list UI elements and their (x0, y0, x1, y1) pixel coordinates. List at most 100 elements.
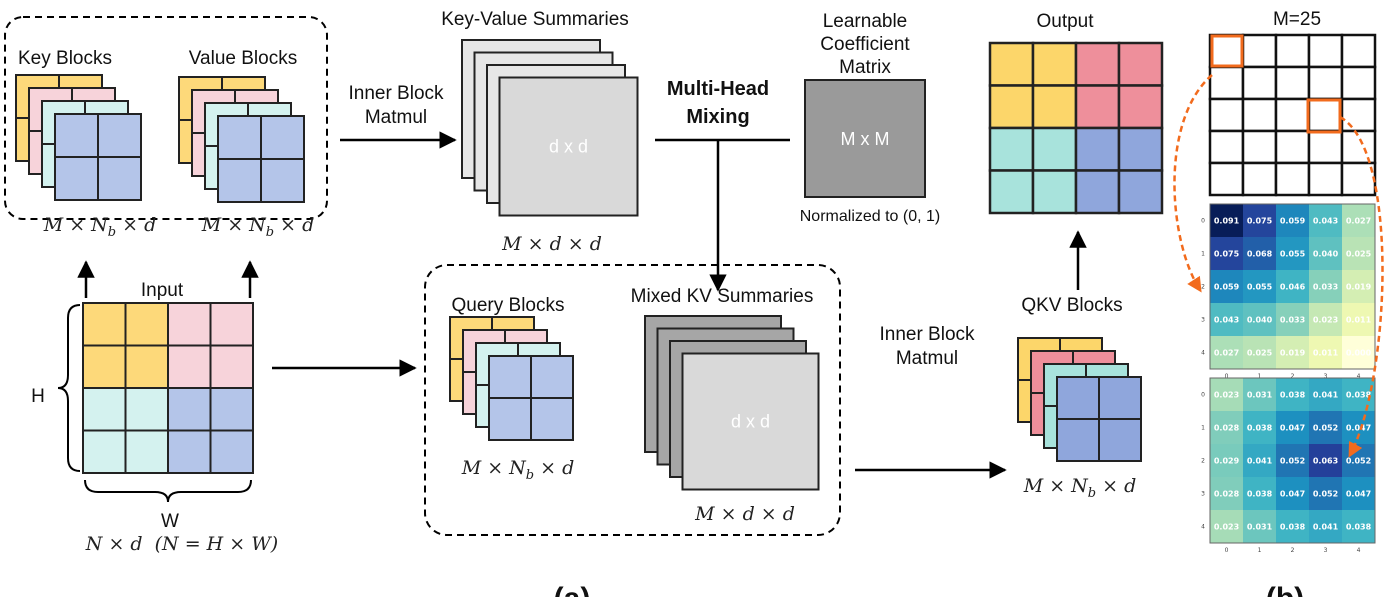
heatmap-bottom-xtick: 2 (1291, 547, 1295, 554)
h-label: H (31, 386, 45, 407)
heatmap-top-cell (1210, 336, 1243, 369)
heatmap-top-value: 0.019 (1346, 283, 1372, 292)
mxm-label: M x M (841, 129, 890, 149)
kv-summaries-stack: d x d (461, 39, 639, 217)
output-cell (1031, 169, 1078, 215)
mixed-kv-stack-dxd-label: d x d (731, 412, 770, 432)
heatmap-bottom-value: 0.052 (1346, 457, 1371, 466)
heatmap-top-xtick: 3 (1324, 373, 1328, 380)
heatmap-top-cell (1309, 270, 1342, 303)
heatmap-bottom-cell (1243, 378, 1276, 411)
heatmap-top-cell (1276, 303, 1309, 336)
heatmap-top-value: 0.033 (1313, 283, 1338, 292)
m25-cell (1307, 97, 1344, 133)
mixed-kv-stack-layer (681, 352, 820, 491)
heatmap-bottom-cell (1243, 477, 1276, 510)
heatmap-top-value: 0.011 (1313, 349, 1339, 358)
coefficient-matrix (804, 79, 926, 198)
value-blocks-shape: M × Nb × d (201, 214, 315, 240)
heatmap-top-xtick: 2 (1291, 373, 1295, 380)
heatmap-top-value: 0.043 (1214, 316, 1239, 325)
heatmap-top-value: 0.027 (1346, 217, 1371, 226)
heatmap-bottom-value: 0.047 (1346, 424, 1371, 433)
input-cell (209, 387, 254, 432)
output-cell (988, 126, 1035, 172)
m25-grid (1208, 33, 1377, 197)
output-cell (1074, 84, 1121, 130)
output-cell (1117, 41, 1164, 87)
heatmap-bottom-cell (1210, 444, 1243, 477)
m25-cell (1208, 65, 1245, 101)
heatmap-top-value: 0.023 (1313, 316, 1338, 325)
heatmap-top-value: 0.059 (1280, 217, 1306, 226)
heatmap-bottom-cell (1276, 444, 1309, 477)
heatmap-top-value: 0.011 (1346, 316, 1372, 325)
heatmap-top-cell (1309, 204, 1342, 237)
heatmap-bottom-ytick: 1 (1201, 425, 1205, 432)
heatmap-top-cell (1309, 237, 1342, 270)
heatmap-top-value: 0.025 (1247, 349, 1273, 358)
heatmap-top-value: 0.025 (1346, 250, 1372, 259)
m25-cell (1208, 97, 1245, 133)
heatmap-top-cell (1309, 303, 1342, 336)
kv-summaries-stack-dxd-label: d x d (549, 137, 588, 157)
heatmap-bottom-value: 0.052 (1313, 490, 1338, 499)
heatmap-top-cell (1276, 270, 1309, 303)
heatmap-top-ytick: 4 (1201, 350, 1205, 357)
output-cell (1117, 126, 1164, 172)
input-cell (209, 344, 254, 389)
heatmap-top-value: 0.027 (1214, 349, 1239, 358)
heatmap-top-cell (1210, 237, 1243, 270)
heatmap-top-value: 0.040 (1247, 316, 1273, 325)
m25-cell (1340, 129, 1377, 165)
heatmap-top-cell (1342, 204, 1375, 237)
kv-summaries-shape: M × d × d (501, 233, 602, 255)
highlight-cell-2-3 (1306, 98, 1342, 134)
m25-cell (1274, 161, 1311, 197)
caption-b: (b) (1266, 582, 1304, 597)
heatmap-bottom-cell (1210, 477, 1243, 510)
key-blocks-label: Key Blocks (18, 48, 112, 69)
output-cell (988, 84, 1035, 130)
kv-summaries-label: Key-Value Summaries (441, 9, 629, 30)
heatmap-top-value: 0.091 (1214, 217, 1240, 226)
heatmap-top-xtick: 4 (1357, 373, 1361, 380)
output-cell (1031, 41, 1078, 87)
input-cell (82, 302, 127, 347)
heatmap-bottom-value: 0.047 (1280, 424, 1305, 433)
output-grid (988, 41, 1164, 215)
input-cell (124, 344, 169, 389)
heatmap-top-cell (1309, 336, 1342, 369)
heatmap-bottom-value: 0.063 (1313, 457, 1338, 466)
heatmap-bottom-cell (1309, 411, 1342, 444)
heatmap-bottom-cell (1276, 477, 1309, 510)
m25-cell (1274, 33, 1311, 69)
heatmap-bottom-value: 0.041 (1247, 457, 1273, 466)
heatmap-bottom-value: 0.047 (1280, 490, 1305, 499)
input-label: Input (141, 280, 184, 301)
heatmap-top-ytick: 1 (1201, 251, 1205, 258)
heatmap-bottom-value: 0.038 (1280, 523, 1306, 532)
query-blocks-label: Query Blocks (452, 295, 565, 316)
heatmap-bottom-cell (1342, 477, 1375, 510)
query-mixed-container (424, 264, 841, 536)
heatmap-bottom-ytick: 3 (1201, 491, 1205, 498)
heatmap-top-cell (1342, 336, 1375, 369)
heatmap-top-value: 0.059 (1214, 283, 1240, 292)
heatmap-bottom-value: 0.028 (1214, 424, 1240, 433)
heatmap-top-value: 0.000 (1346, 349, 1372, 358)
heatmap-top-ytick: 2 (1201, 284, 1205, 291)
heatmap-top-ytick: 3 (1201, 317, 1205, 324)
heatmap-top-value: 0.075 (1214, 250, 1240, 259)
m25-cell (1208, 161, 1245, 197)
heatmap-bottom-xtick: 3 (1324, 547, 1328, 554)
mixed-kv-shape: M × d × d (694, 503, 795, 525)
output-cell (1074, 41, 1121, 87)
heatmap-bottom-cell (1276, 378, 1309, 411)
key-blocks-stack-layer (54, 113, 142, 201)
heatmap-bottom-ytick: 2 (1201, 458, 1205, 465)
heatmap-bottom-value: 0.023 (1214, 391, 1239, 400)
